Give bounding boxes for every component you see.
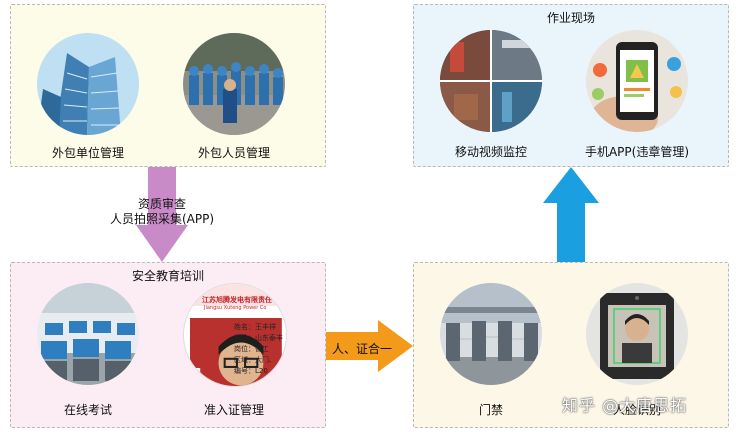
turnstile-gate-icon [440,283,542,385]
training-section: 安全教育培训 在线考试 江苏旭腾发电有限责任 Jiangsu Xuteng Po… [10,262,326,428]
access-gate-caption: 门禁 [478,403,503,417]
id-card-fields: 姓名：王丰祥 单位：山东泰丰 岗位：普工 区域：大门、 编号：L20 [234,322,283,377]
contractor-org-caption: 外包单位管理 [51,146,124,160]
access-section: 门禁 人脸识别 [413,262,729,428]
id-card-post: 岗位：普工 [234,345,269,353]
id-card-number: 编号：L20 [234,367,268,375]
id-card-photo [190,318,282,386]
id-card-icon: 江苏旭腾发电有限责任 Jiangsu Xuteng Power Co 姓名：王丰… [183,283,287,387]
video-monitor-caption: 移动视频监控 [454,145,527,159]
qualification-label: 资质审查 人员拍照采集(APP) [100,197,224,227]
id-card: 江苏旭腾发电有限责任 Jiangsu Xuteng Power Co 姓名：王丰… [184,284,286,386]
office-building-icon [37,33,139,135]
online-exam-caption: 在线考试 [63,403,112,417]
permit-caption: 准入证管理 [203,403,264,417]
watermark: 知乎 @大唐思拓 [562,396,688,415]
verify-label: 人、证合一 [331,342,392,356]
workers-group-icon [183,33,285,135]
phone-app-caption: 手机APP(违章管理) [584,145,690,159]
worksite-section-title: 作业现场 [546,11,595,25]
contractor-staff-caption: 外包人员管理 [197,146,270,160]
contractor-section: 外包单位管理 外包人员管理 [10,4,326,167]
worksite-section: 作业现场 移动视频监控 手机AP [413,4,729,167]
phone-app-icon [586,30,688,132]
exam-room-icon [37,283,139,385]
qualification-line1: 资质审查 [137,197,186,211]
face-scanner-icon [586,283,688,385]
id-card-area: 区域：大门、 [234,356,276,364]
face-recognition-caption: 人脸识别 [612,403,661,417]
video-monitor-icon [440,30,542,132]
training-section-title: 安全教育培训 [131,269,204,283]
id-card-unit: 单位：山东泰丰 [234,334,283,342]
qualification-line2: 人员拍照采集(APP) [109,212,215,226]
id-card-name: 姓名：王丰祥 [234,323,276,331]
id-card-header [184,284,286,306]
right-arrow [326,320,413,372]
up-arrow [543,167,599,262]
person-photo-icon [200,318,282,386]
id-card-org-en: Jiangsu Xuteng Power Co [204,305,267,311]
down-arrow [136,167,188,262]
id-card-org: 江苏旭腾发电有限责任 [202,296,272,304]
